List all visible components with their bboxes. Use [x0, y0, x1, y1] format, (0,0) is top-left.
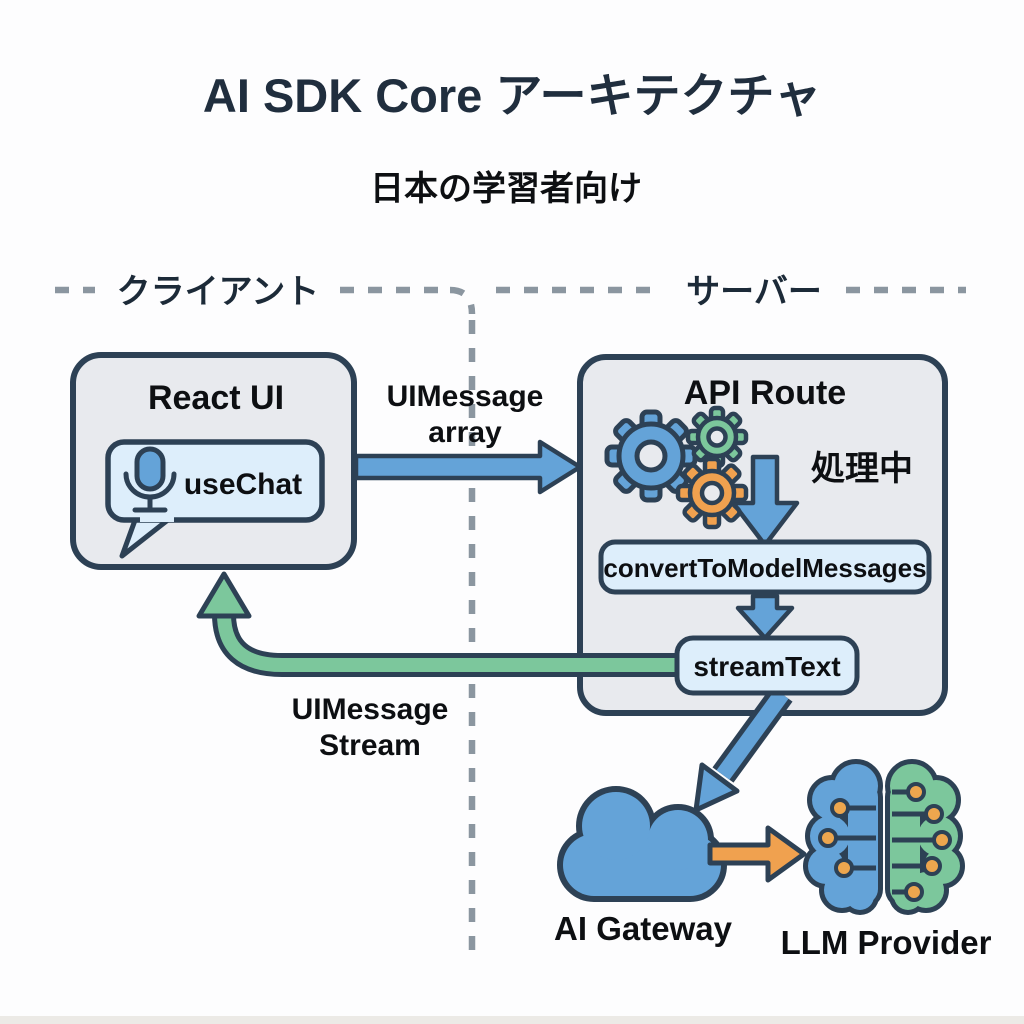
- request-label-line2: array: [428, 416, 502, 449]
- provider-arrow: [707, 825, 807, 883]
- response-label-line2: Stream: [319, 729, 421, 762]
- request-arrow: [353, 439, 583, 495]
- processing-label: 処理中: [811, 450, 913, 488]
- gateway-arrow: [693, 686, 793, 813]
- brain-icon: [803, 759, 965, 915]
- streamtext-label: streamText: [693, 651, 840, 682]
- flow-arrow-convert: [730, 454, 800, 548]
- cloud-icon: [557, 786, 727, 902]
- zone-divider: [55, 286, 966, 962]
- response-label-line1: UIMessage: [292, 693, 449, 726]
- response-arrow: [196, 571, 680, 677]
- zone-label-client: クライアント: [117, 273, 320, 311]
- gateway-label: AI Gateway: [554, 910, 733, 947]
- request-label-line1: UIMessage: [387, 380, 544, 413]
- convert-box: [598, 539, 932, 595]
- react-ui-box: React UI useChat: [70, 352, 357, 570]
- page-title: AI SDK Core アーキテクチャ: [203, 69, 821, 122]
- zone-label-server: サーバー: [686, 273, 822, 311]
- flow-arrow-stream: [735, 593, 795, 641]
- convert-label: convertToModelMessages: [603, 553, 926, 583]
- api-route-title: API Route: [684, 374, 846, 412]
- streamtext-box: [674, 635, 860, 696]
- usechat-label: useChat: [184, 468, 302, 501]
- microphone-icon: [123, 446, 177, 513]
- provider-label: LLM Provider: [781, 924, 992, 961]
- bottom-edge-strip: [0, 1016, 1024, 1024]
- react-ui-title: React UI: [148, 379, 284, 417]
- page-subtitle: 日本の学習者向け: [370, 169, 642, 208]
- gear-icon-orange: [675, 456, 749, 530]
